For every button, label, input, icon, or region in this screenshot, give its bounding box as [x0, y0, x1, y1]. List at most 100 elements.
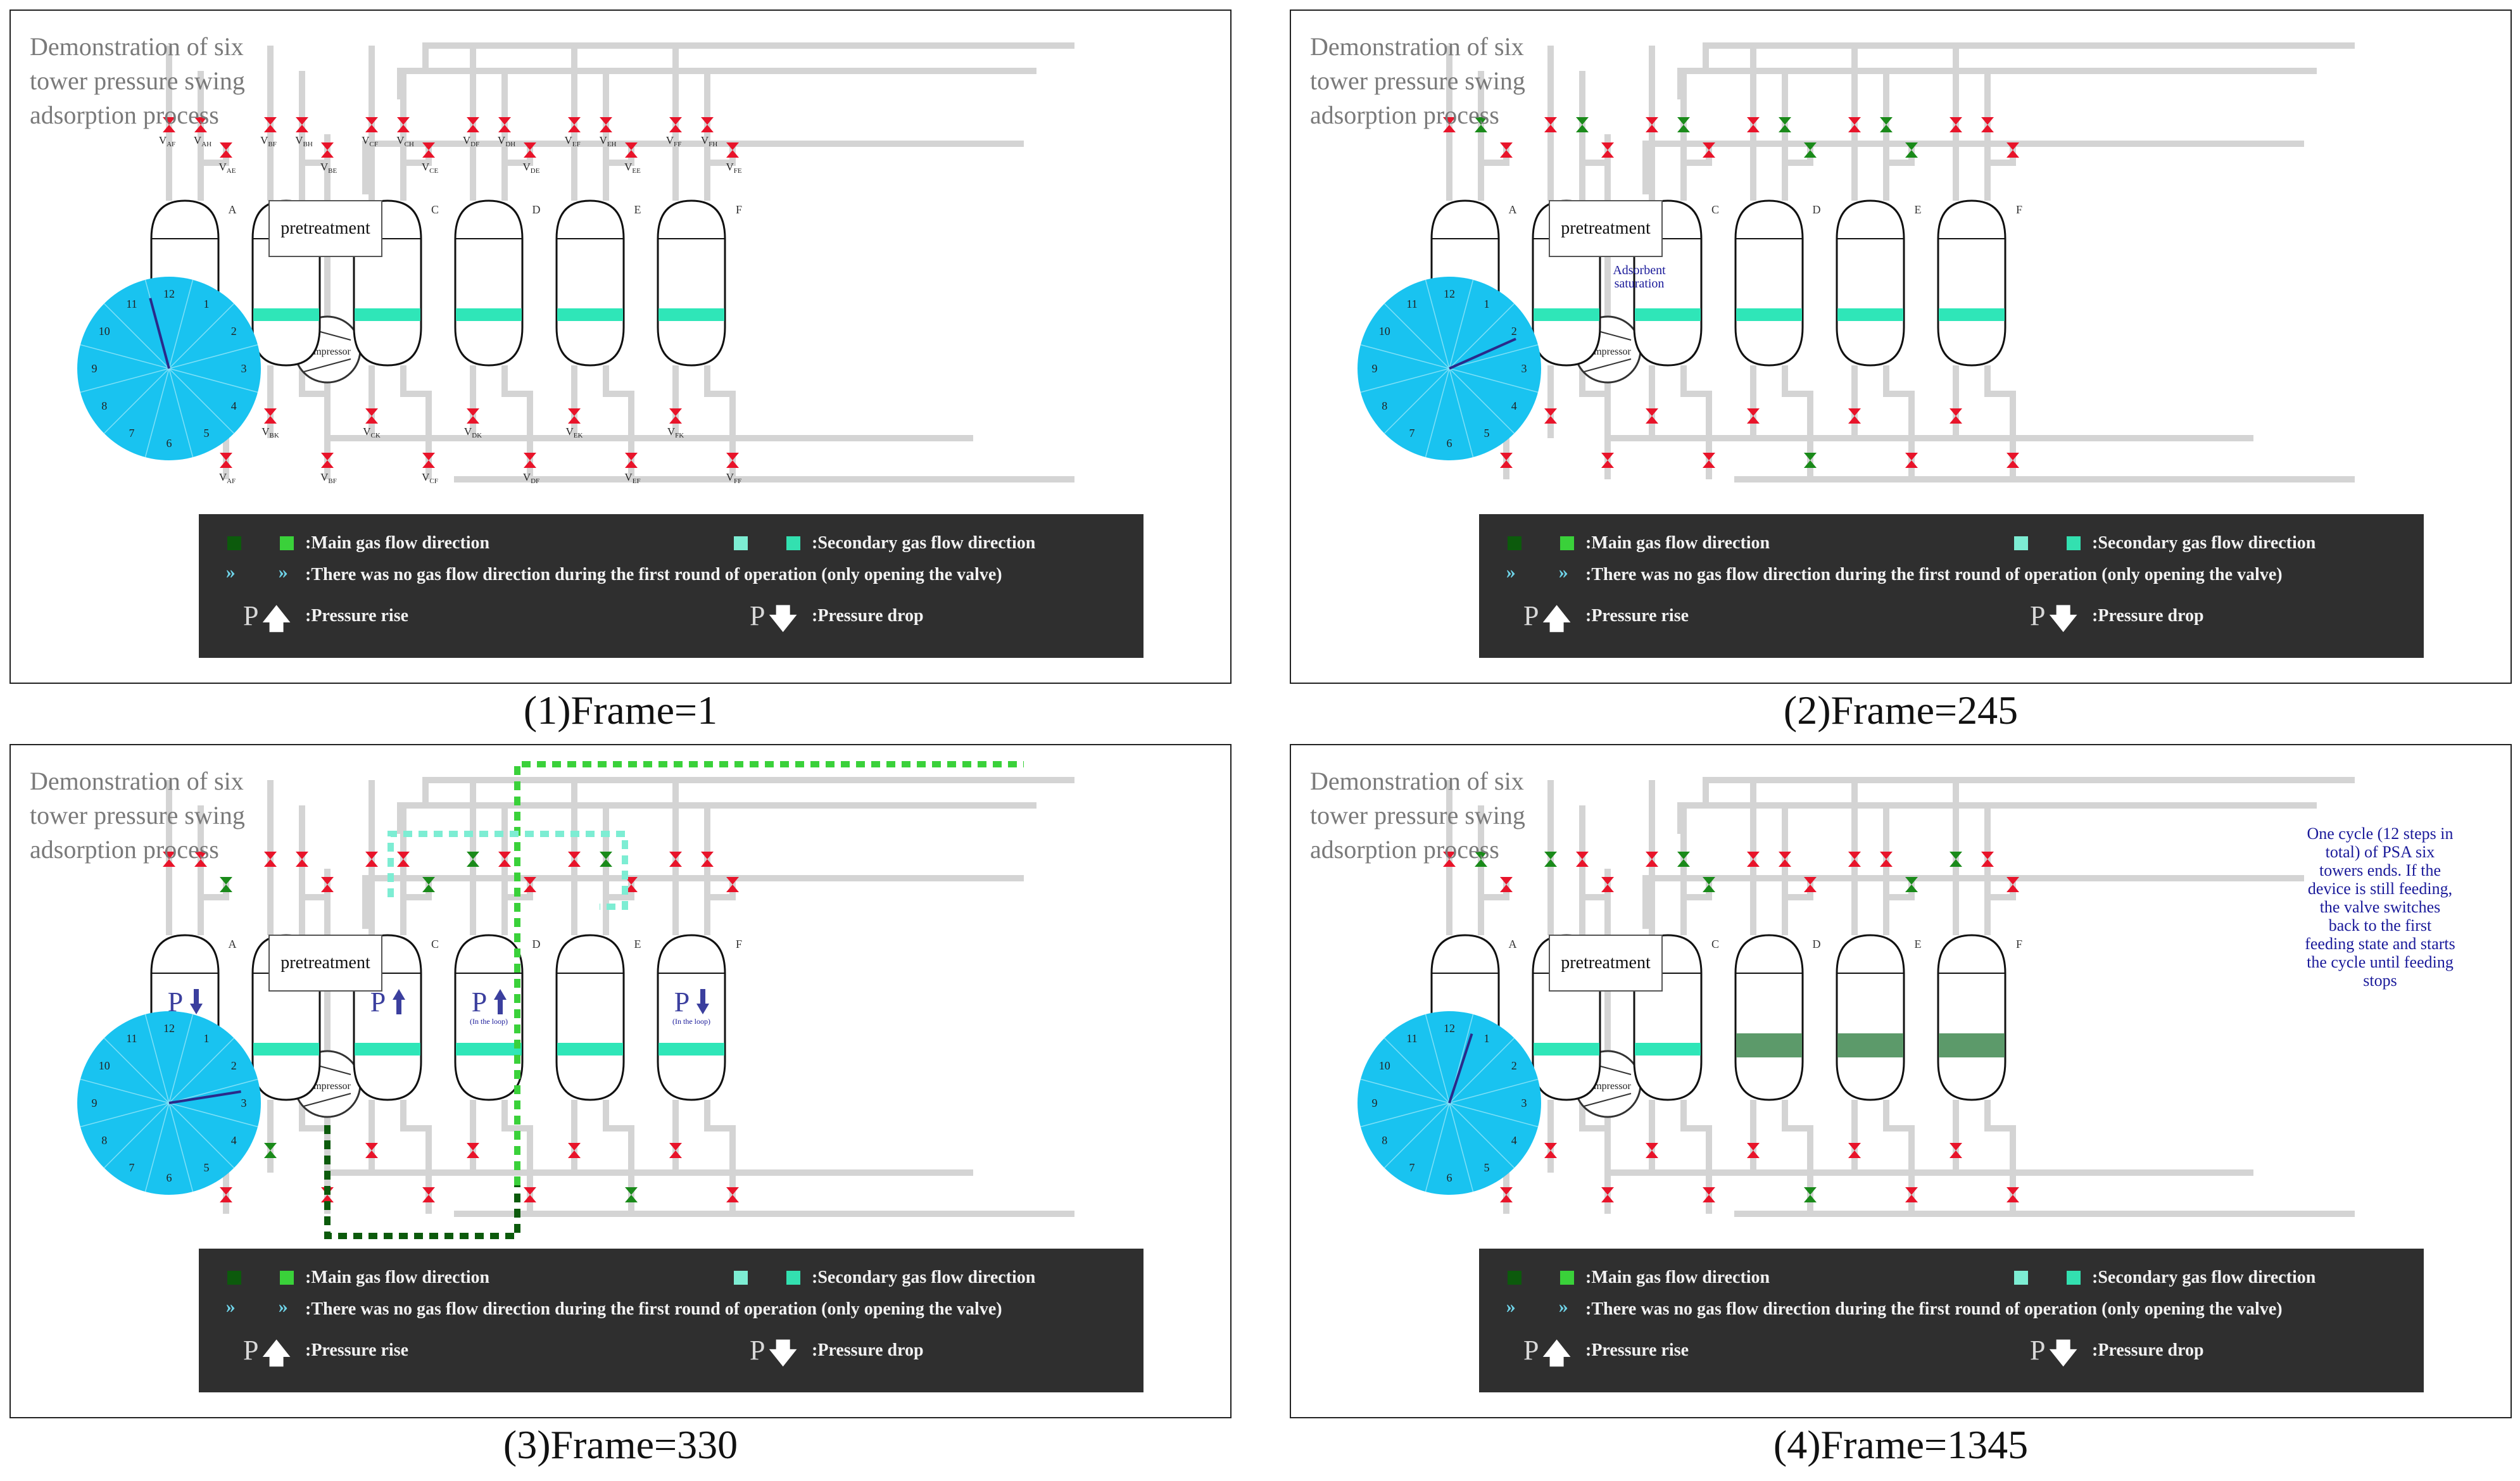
feed-valve-upper: [669, 1143, 682, 1150]
psa-diagram: compressorABCDEFPPP(In the loop)P(In the…: [77, 761, 1074, 1239]
equalization-valve-upper: [625, 142, 638, 150]
clock-sector-line: [168, 368, 235, 434]
tower-vessel: [1734, 934, 1804, 1101]
clock-number: 3: [1521, 1097, 1527, 1109]
tower-letter: A: [229, 203, 237, 216]
clock-sector-line: [1449, 1102, 1474, 1192]
tower-bottom-right-pipe: [299, 365, 331, 479]
top-valve-left-lower: [1443, 125, 1456, 132]
top-valve-left-lower: [163, 125, 175, 132]
equalization-valve-lower: [524, 150, 536, 158]
tower-letter: E: [1915, 203, 1922, 216]
clock-number: 2: [1511, 325, 1517, 337]
clock-number: 7: [129, 427, 135, 439]
diagram-title: Demonstration of six tower pressure swin…: [1310, 32, 1525, 129]
waste-valve-lower: [321, 460, 334, 468]
feed-valve-upper: [264, 408, 277, 416]
clock-sector-line: [1449, 344, 1539, 369]
pressure-rise-arrow-icon: [494, 989, 507, 1014]
equalization-valve-lower: [726, 150, 739, 158]
frame-panel-2: compressorABCDEF121234567891011 Demonstr…: [1290, 9, 2512, 684]
valve-label: VBK: [261, 425, 279, 439]
clock-sector-line: [1449, 368, 1474, 458]
adsorbent-bed: [1736, 308, 1802, 321]
top-valve-right-lower: [1880, 125, 1893, 132]
frame-caption: (4)Frame=1345: [1773, 1422, 2029, 1467]
top-valve-left-upper: [1950, 852, 1962, 859]
waste-valve-upper: [1703, 453, 1715, 460]
waste-valve-lower: [524, 1195, 536, 1202]
pressure-mark-p: P: [472, 986, 487, 1018]
legend-secondary-flow: :Secondary gas flow direction: [2092, 1268, 2316, 1287]
waste-valve-lower: [1703, 1195, 1715, 1202]
tower-letter: A: [229, 938, 237, 950]
waste-valve-upper: [1601, 1187, 1614, 1195]
feed-valve-lower: [365, 1150, 378, 1158]
main-flow-light-swatch: [280, 1271, 294, 1285]
feed-valve-lower: [467, 416, 479, 424]
pressure-drop-p: P: [2030, 600, 2046, 631]
valve-label: VCE: [422, 161, 439, 175]
clock-number: 6: [167, 1171, 172, 1184]
clock-number: 8: [101, 400, 107, 412]
equalization-valve-lower: [1601, 150, 1614, 158]
feed-valve-upper: [1747, 1143, 1760, 1150]
pretreatment-box: pretreatment: [268, 200, 382, 257]
clock-number: 12: [163, 287, 175, 300]
pressure-rise-arrow-icon: [393, 989, 405, 1014]
equalization-valve-upper: [422, 142, 435, 150]
top-valve-right-lower: [194, 125, 207, 132]
clock-number: 5: [204, 1161, 210, 1174]
adsorption-tower: D: [1734, 199, 1821, 367]
main-flow-light-swatch: [1560, 536, 1574, 550]
top-valve-right-lower: [600, 859, 612, 867]
clock-number: 2: [231, 325, 237, 337]
pretreatment-box: pretreatment: [268, 935, 382, 992]
waste-valve-lower: [726, 1195, 739, 1202]
waste-valve-lower: [422, 460, 435, 468]
top-valve-right-lower: [498, 125, 511, 132]
clock-hand: [149, 298, 170, 369]
clock-sector-line: [168, 279, 194, 369]
valve-label: VDK: [464, 425, 482, 439]
feed-valve-lower: [1848, 416, 1861, 424]
top-valve-right-upper: [1576, 852, 1589, 859]
pressure-mark-p: P: [370, 986, 386, 1018]
clock-number: 5: [1484, 427, 1490, 439]
clock-sector-line: [1360, 344, 1450, 369]
top-valve-right-upper: [1779, 117, 1791, 125]
top-valve-right-upper: [194, 852, 207, 859]
frame-panel-4: compressorABCDEF121234567891011 Demonstr…: [1290, 744, 2512, 1418]
clock-number: 8: [101, 1134, 107, 1147]
waste-valve-lower: [2007, 1195, 2019, 1202]
feed-valve-upper: [1544, 408, 1557, 416]
pretreatment-box: pretreatment: [1549, 200, 1663, 257]
top-valve-right-upper: [498, 117, 511, 125]
equalization-valve-lower: [1703, 150, 1715, 158]
valve-label: VEE: [624, 161, 641, 175]
waste-valve-upper: [1500, 1187, 1513, 1195]
legend-no-flow: :There was no gas flow direction during …: [305, 1299, 1002, 1319]
frame-caption: (3)Frame=330: [503, 1422, 738, 1467]
valve-label: VDF: [523, 471, 539, 485]
clock-number: 9: [1372, 362, 1378, 375]
feed-valve-upper: [365, 408, 378, 416]
clock-sector-line: [1425, 279, 1450, 369]
valve-label: VEF: [564, 134, 580, 148]
top-valve-left-upper: [669, 852, 682, 859]
top-valve-right-lower: [1779, 859, 1791, 867]
top-valve-left-lower: [365, 125, 378, 132]
tower-bottom-right-pipe: [1579, 365, 1611, 479]
clock-number: 12: [1444, 1022, 1455, 1035]
adsorption-tower: F: [657, 199, 742, 367]
valve-label: VFF: [726, 471, 742, 485]
waste-valve-upper: [1905, 1187, 1918, 1195]
clock-sector-line: [1449, 368, 1515, 434]
pressure-rise-p: P: [243, 600, 259, 631]
adsorption-tower: D: [1734, 934, 1821, 1101]
valve-label: VEF: [624, 471, 640, 485]
top-valve-left-upper: [1443, 117, 1456, 125]
secondary-flow-dark-swatch: [2067, 536, 2081, 550]
clock-sector-line: [168, 1102, 258, 1128]
pressure-mark-p: P: [674, 986, 690, 1018]
